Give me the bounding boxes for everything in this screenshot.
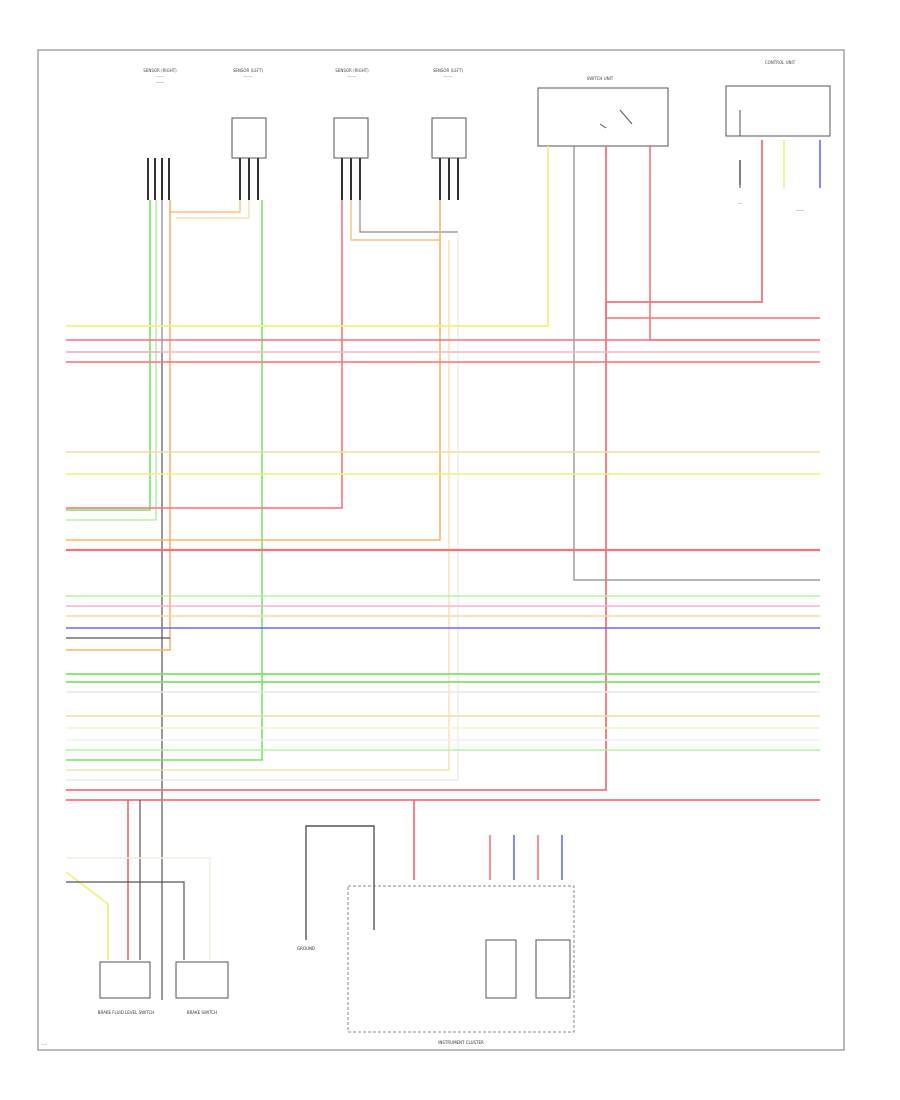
sensor-rf: SENSOR (RIGHT) ······ ······· [143, 68, 177, 200]
ground-label: GROUND [297, 946, 315, 951]
svg-text:·······: ······· [156, 80, 165, 85]
sensor-rr: SENSOR (RIGHT) ······· [333, 68, 369, 200]
page-mark: ···· [42, 1042, 47, 1047]
svg-text:····: ···· [737, 201, 742, 206]
ground-connection: GROUND [297, 825, 375, 951]
cluster-outline [347, 885, 575, 1033]
brake-fluid-switch: BRAKE FLUID LEVEL SWITCH [65, 800, 211, 1015]
wires-horizontal [66, 317, 820, 801]
brake-fluid-switch-box [99, 961, 151, 999]
brake-switch-box [175, 961, 229, 999]
cluster-label: INSTRUMENT CLUSTER [438, 1040, 484, 1045]
switch-unit-box [537, 87, 669, 147]
control-unit-box [725, 85, 831, 137]
switch-unit: SWITCH UNIT [537, 76, 669, 147]
svg-text:·······: ······· [244, 74, 253, 79]
diagram-frame [37, 49, 845, 1051]
sensor-lf: SENSOR (LEFT) ······· [231, 68, 267, 200]
sensor-rr-label: SENSOR (RIGHT) [335, 68, 369, 73]
control-unit-label: CONTROL UNIT [765, 60, 796, 65]
brake-fluid-switch-label: BRAKE FLUID LEVEL SWITCH [98, 1010, 155, 1015]
cluster-gauge-a [485, 939, 517, 999]
sensor-lf-label: SENSOR (LEFT) [233, 68, 264, 73]
brake-switch-label: BRAKE SWITCH [187, 1010, 217, 1015]
svg-text:·······: ······· [348, 74, 357, 79]
svg-text:·······: ······· [444, 74, 453, 79]
cluster-gauge-b [535, 939, 571, 999]
brake-switch: BRAKE SWITCH [175, 961, 229, 1015]
sensor-lf-box [231, 117, 267, 159]
sensor-rf-label: SENSOR (RIGHT) [143, 68, 177, 73]
wires-vertical [66, 140, 821, 1000]
instrument-cluster: INSTRUMENT CLUSTER [347, 800, 575, 1045]
sensor-rr-box [333, 117, 369, 159]
control-unit-top-right: CONTROL UNIT ···· ······· [725, 60, 831, 213]
sensor-lr: SENSOR (LEFT) ······· [431, 68, 467, 200]
svg-text:······: ······ [156, 74, 164, 79]
svg-text:·······: ······· [796, 208, 805, 213]
switch-unit-label: SWITCH UNIT [587, 76, 614, 81]
sensor-lr-label: SENSOR (LEFT) [433, 68, 464, 73]
sensor-lr-box [431, 117, 467, 159]
